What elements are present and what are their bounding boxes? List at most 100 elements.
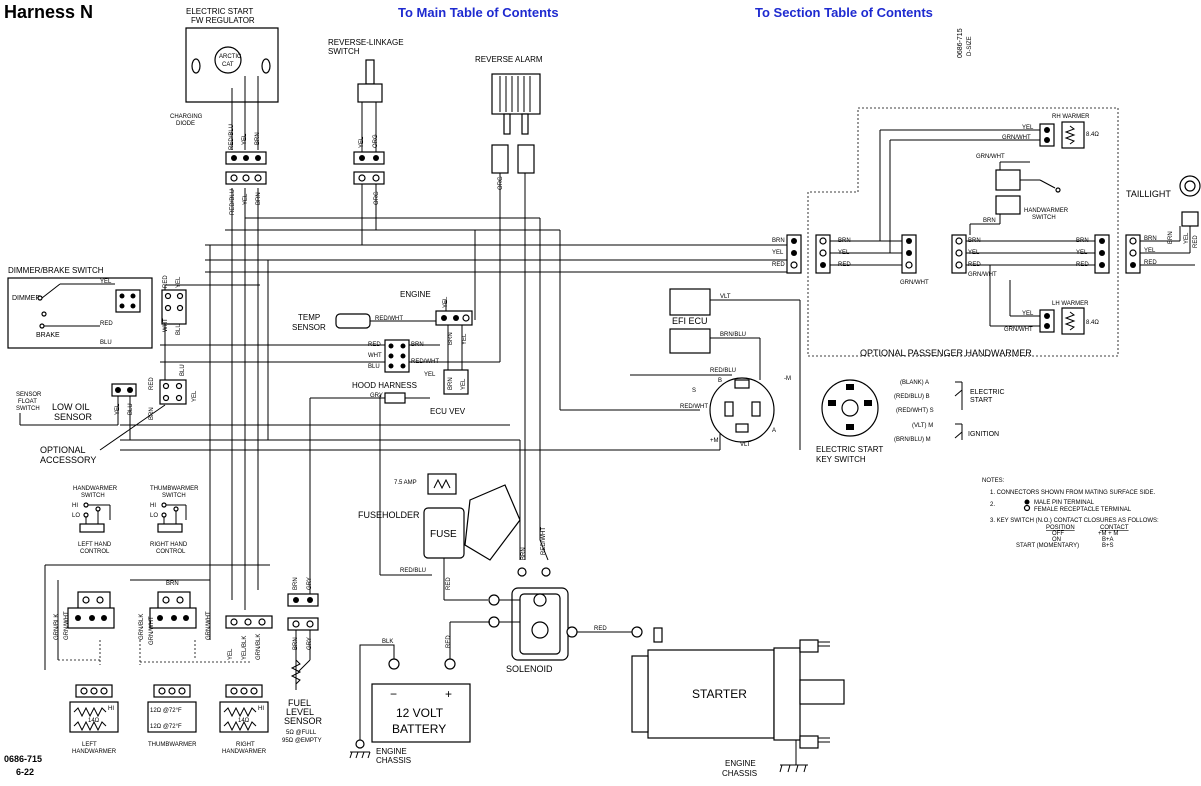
wire-grn-blk-w2: GRN/BLK bbox=[139, 614, 145, 640]
key-term-m1: (VLT) M bbox=[912, 423, 933, 429]
notes-row-1-pos: OFF bbox=[1052, 531, 1064, 537]
left-handwarmer: 14Ω HI LEFT HANDWARMER bbox=[69, 684, 119, 755]
svg-text:S: S bbox=[692, 388, 696, 394]
wire-grn-blk-w1: GRN/BLK bbox=[54, 614, 60, 640]
wire-org-rev-b: ORG bbox=[374, 191, 380, 205]
main-toc-link[interactable]: To Main Table of Contents bbox=[398, 5, 559, 20]
svg-text:A: A bbox=[772, 428, 776, 434]
wire-vlt-efi: VLT bbox=[720, 294, 731, 300]
hood-harness: RED WHT BLU BRN RED/WHT YEL HOOD HARNESS… bbox=[309, 339, 439, 600]
key-term-b: (RED/BLU) B bbox=[894, 394, 930, 400]
notes-row-2-contact: B+A bbox=[1102, 537, 1114, 543]
taillight-label: TAILLIGHT bbox=[1126, 189, 1171, 199]
note-2: 2. bbox=[990, 502, 995, 508]
starter: STARTER ENGINE CHASSIS bbox=[631, 627, 845, 778]
optional-passenger-handwarmer: BRN YEL RED BRN YEL RED GRN/WHT GRN/WHT … bbox=[807, 107, 1119, 358]
wire-red-fuse: RED bbox=[446, 577, 452, 590]
svg-text:-M: -M bbox=[784, 376, 791, 382]
low-oil-label-1: LOW OIL bbox=[52, 402, 90, 412]
temp-sensor-label-1: TEMP bbox=[298, 313, 320, 322]
wire-red-hood: RED bbox=[368, 342, 381, 348]
wire-org-alarm: ORG bbox=[498, 176, 504, 190]
lhw-hi: HI bbox=[108, 706, 114, 712]
wire-yel-dim: YEL bbox=[100, 279, 112, 285]
handwarmer-switch: HANDWARMER SWITCH HI LO LEFT HAND CONTRO… bbox=[72, 486, 118, 555]
fuel-level-3: SENSOR bbox=[284, 716, 323, 726]
wire-red-blu-reg: RED/BLU bbox=[229, 124, 235, 150]
rh-warmer-label: RH WARMER bbox=[1052, 114, 1090, 120]
wire-brn-vev: BRN bbox=[448, 377, 454, 390]
wire-red-opt-c: RED bbox=[1076, 262, 1089, 268]
wire-red-tail: RED bbox=[1144, 260, 1157, 266]
reverse-linkage-label-2: SWITCH bbox=[328, 47, 360, 56]
starter-chassis-1: ENGINE bbox=[725, 759, 756, 768]
tw-res-2: 12Ω @72°F bbox=[150, 724, 182, 730]
battery-label-2: BATTERY bbox=[392, 722, 446, 736]
fw-regulator: ELECTRIC START FW REGULATOR ARCTIC CAT C… bbox=[170, 7, 279, 215]
wire-vlt-key: VLT bbox=[740, 442, 751, 448]
rh-res: 8.4Ω bbox=[1086, 132, 1099, 138]
wire-red-blu-fuse: RED/BLU bbox=[400, 568, 426, 574]
wire-yel-vev: YEL bbox=[461, 378, 467, 390]
notes-row-1-contact: +M + M bbox=[1098, 531, 1118, 537]
wire-yel-opt-c: YEL bbox=[1076, 250, 1088, 256]
rhw-hi: HI bbox=[258, 706, 264, 712]
notes-title: NOTES: bbox=[982, 478, 1005, 484]
wire-red-blu-reg-b: RED/BLU bbox=[230, 189, 236, 215]
wire-red-dim: RED bbox=[100, 321, 113, 327]
wire-yel-reg-b: YEL bbox=[243, 193, 249, 205]
wire-blu-dim-v: BLU bbox=[176, 323, 182, 335]
wire-org-rev: ORG bbox=[373, 134, 379, 148]
side-doc-size: D-SIZE bbox=[967, 36, 973, 56]
wire-yel-eng-b: YEL bbox=[462, 333, 468, 345]
starter-chassis-2: CHASSIS bbox=[722, 769, 757, 778]
section-toc-link[interactable]: To Section Table of Contents bbox=[755, 5, 933, 20]
sensor-float-3: SWITCH bbox=[16, 406, 40, 412]
key-switch-label-2: KEY SWITCH bbox=[816, 455, 866, 464]
notes-contact-head: CONTACT bbox=[1100, 525, 1129, 531]
fuel-level-2: LEVEL bbox=[286, 707, 314, 717]
wire-grn-wht-rh: GRN/WHT bbox=[1002, 135, 1031, 141]
rhw-res: 14Ω bbox=[238, 718, 250, 724]
wire-brn-eng: BRN bbox=[448, 332, 454, 345]
note-3: 3. KEY SWITCH (N.O.) CONTACT CLOSURES AS… bbox=[990, 518, 1159, 524]
thumbwarmer-switch-1: THUMBWARMER bbox=[150, 486, 199, 492]
wire-brn-sol: BRN bbox=[521, 547, 527, 560]
wire-gry-fuel: GRY bbox=[307, 577, 313, 590]
wire-red-main: RED bbox=[772, 262, 785, 268]
battery: BLK RED − + 12 VOLT BATTERY ENGINE CHASS… bbox=[349, 621, 490, 765]
engine-label: ENGINE bbox=[400, 290, 431, 299]
notes-row-2-pos: ON bbox=[1052, 537, 1061, 543]
right-handwarmer-2: HANDWARMER bbox=[222, 749, 267, 755]
notes-row-3-pos: START (MOMENTARY) bbox=[1016, 543, 1079, 549]
left-handwarmer-2: HANDWARMER bbox=[72, 749, 117, 755]
key-term-s: (RED/WHT) S bbox=[896, 408, 934, 414]
wire-yel-tail-v: YEL bbox=[1184, 232, 1190, 244]
wire-blu-acc: BLU bbox=[180, 364, 186, 376]
optional-accessory-2: ACCESSORY bbox=[40, 455, 96, 465]
wire-red-start: RED bbox=[594, 626, 607, 632]
wire-grn-wht-sw: GRN/WHT bbox=[976, 154, 1005, 160]
reverse-alarm-label: REVERSE ALARM bbox=[475, 55, 543, 64]
starter-label: STARTER bbox=[692, 687, 747, 701]
thumbwarmer-label: THUMBWARMER bbox=[148, 742, 197, 748]
notes-row-3-contact: B+S bbox=[1102, 543, 1114, 549]
sensor-float-1: SENSOR bbox=[16, 392, 42, 398]
reverse-linkage-switch: REVERSE-LINKAGE SWITCH YEL ORG ORG bbox=[328, 38, 404, 245]
wire-red-dim-v: RED bbox=[163, 275, 169, 288]
wire-red-tail-v: RED bbox=[1193, 235, 1199, 248]
key-term-a: (BLANK) A bbox=[900, 380, 929, 386]
wire-grn-wht-w1: GRN/WHT bbox=[64, 611, 70, 640]
brake-label: BRAKE bbox=[36, 332, 60, 339]
harness-trunk bbox=[120, 188, 790, 640]
chassis-label-1: ENGINE bbox=[376, 747, 407, 756]
footer-doc-number: 0686-715 bbox=[4, 754, 42, 764]
wire-brn-blu-efi: BRN/BLU bbox=[720, 332, 746, 338]
chassis-label-2: CHASSIS bbox=[376, 756, 411, 765]
efi-ecu-label: EFI ECU bbox=[672, 316, 708, 326]
right-handwarmer-1: RIGHT bbox=[236, 742, 255, 748]
regulator-badge-2: CAT bbox=[222, 62, 234, 68]
wire-yel-dim-v: YEL bbox=[176, 276, 182, 288]
thumbwarmer-switch-2: SWITCH bbox=[162, 493, 186, 499]
footer-page-number: 6-22 bbox=[16, 767, 34, 777]
